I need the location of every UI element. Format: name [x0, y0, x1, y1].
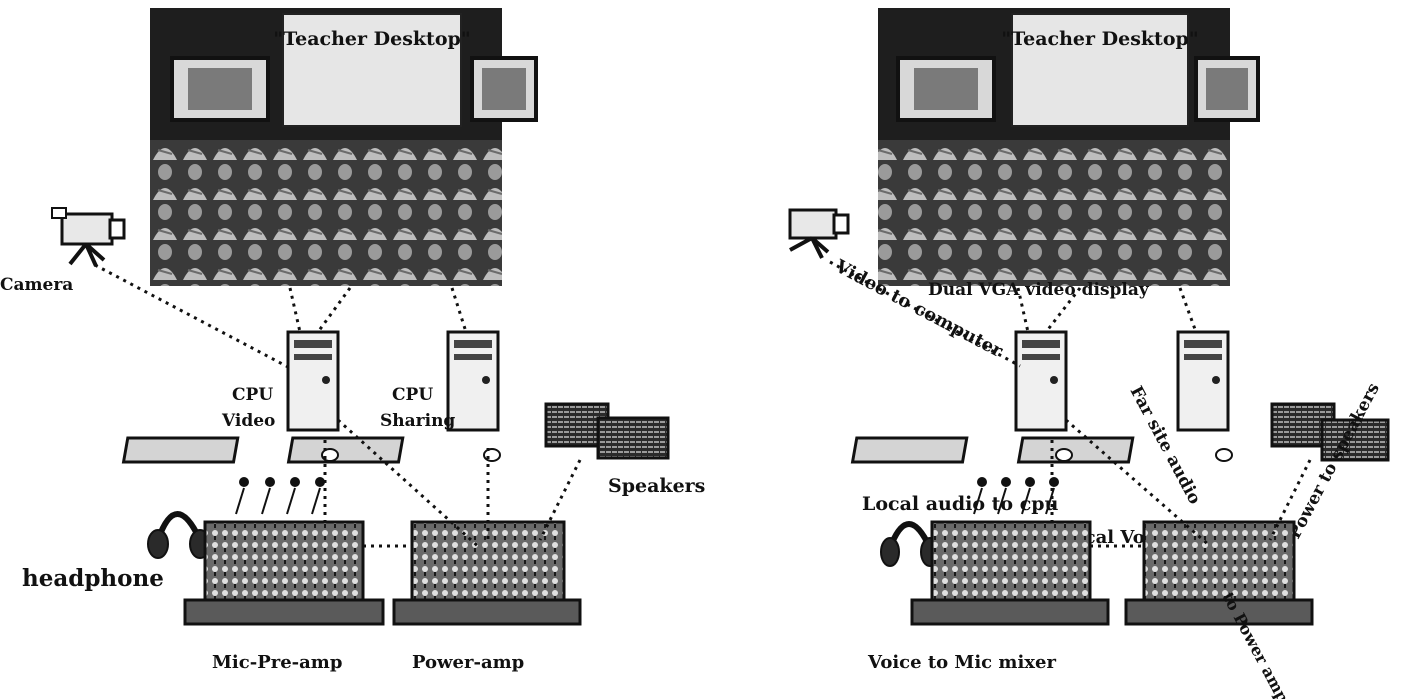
- keyboard-sharing: [1016, 436, 1135, 464]
- microphones-icon: [973, 477, 1059, 515]
- voice-mixer: [910, 520, 1110, 626]
- cpu-video-tower: [286, 330, 340, 432]
- mouse-icon: [483, 448, 501, 462]
- headphone-icon: [880, 521, 940, 567]
- label-cpu-sharing-line1: CPU: [392, 385, 433, 405]
- speakers-icon: [1270, 402, 1390, 462]
- keyboard-video: [850, 436, 969, 464]
- label-voice-to-mic: Voice to Mic mixer: [867, 652, 1056, 673]
- label-cpu-video-line1: CPU: [232, 385, 273, 405]
- display-link-2: [316, 287, 352, 333]
- cpu-video-tower: [1014, 330, 1068, 432]
- keyboard-sharing: [286, 436, 405, 464]
- display-link-1: [288, 287, 302, 333]
- speakers-icon: [544, 402, 670, 460]
- classroom-photo: "Teacher Desktop": [150, 8, 538, 286]
- label-speakers: Speakers: [608, 475, 705, 497]
- keyboard-video: [121, 436, 240, 464]
- right-panel: "Teacher Desktop" Dual VGA video display…: [788, 8, 1390, 699]
- camera-icon: [51, 207, 126, 267]
- mouse-icon: [1055, 448, 1073, 462]
- mic-preamp-mixer: [183, 520, 385, 626]
- label-cpu-video-line2: Video: [221, 411, 275, 431]
- right-wall-monitor: [1194, 56, 1260, 122]
- display-link-3: [1178, 287, 1198, 333]
- teacher-desktop-screen: "Teacher Desktop": [273, 13, 471, 127]
- left-wall-monitor: [170, 56, 270, 122]
- left-wall-monitor: [896, 56, 996, 122]
- label-power-amp: Power-amp: [412, 652, 524, 673]
- left-panel: "Teacher Desktop" Camera CPU: [0, 8, 705, 673]
- headphone-icon: [147, 511, 211, 559]
- power-amp-mixer: [392, 520, 582, 626]
- screen-title: "Teacher Desktop": [273, 28, 470, 50]
- display-link-2: [1044, 287, 1082, 333]
- label-dual-vga: Dual VGA video display: [928, 280, 1150, 300]
- mouse-icon: [1215, 448, 1233, 462]
- poweramp-to-speakers-link: [538, 459, 582, 541]
- cpu-sharing-tower: [1176, 330, 1230, 432]
- poweramp-to-speakers-link: [1268, 459, 1312, 541]
- display-link-3: [450, 287, 468, 333]
- microphones-icon: [235, 477, 325, 515]
- classroom-photo: "Teacher Desktop": [878, 8, 1260, 286]
- right-wall-monitor: [470, 56, 538, 122]
- power-amp-mixer: [1124, 520, 1314, 626]
- teacher-desktop-screen: "Teacher Desktop": [1001, 13, 1199, 127]
- label-headphone: headphone: [22, 565, 164, 592]
- label-cpu-sharing-line2: Sharing: [380, 411, 455, 431]
- cpu-sharing-tower: [446, 330, 500, 432]
- label-local-audio: Local audio to cpu: [862, 493, 1059, 515]
- camera-icon: [788, 208, 850, 259]
- label-mic-preamp: Mic-Pre-amp: [212, 652, 342, 673]
- screen-title: "Teacher Desktop": [1001, 28, 1198, 50]
- label-camera: Camera: [0, 275, 73, 295]
